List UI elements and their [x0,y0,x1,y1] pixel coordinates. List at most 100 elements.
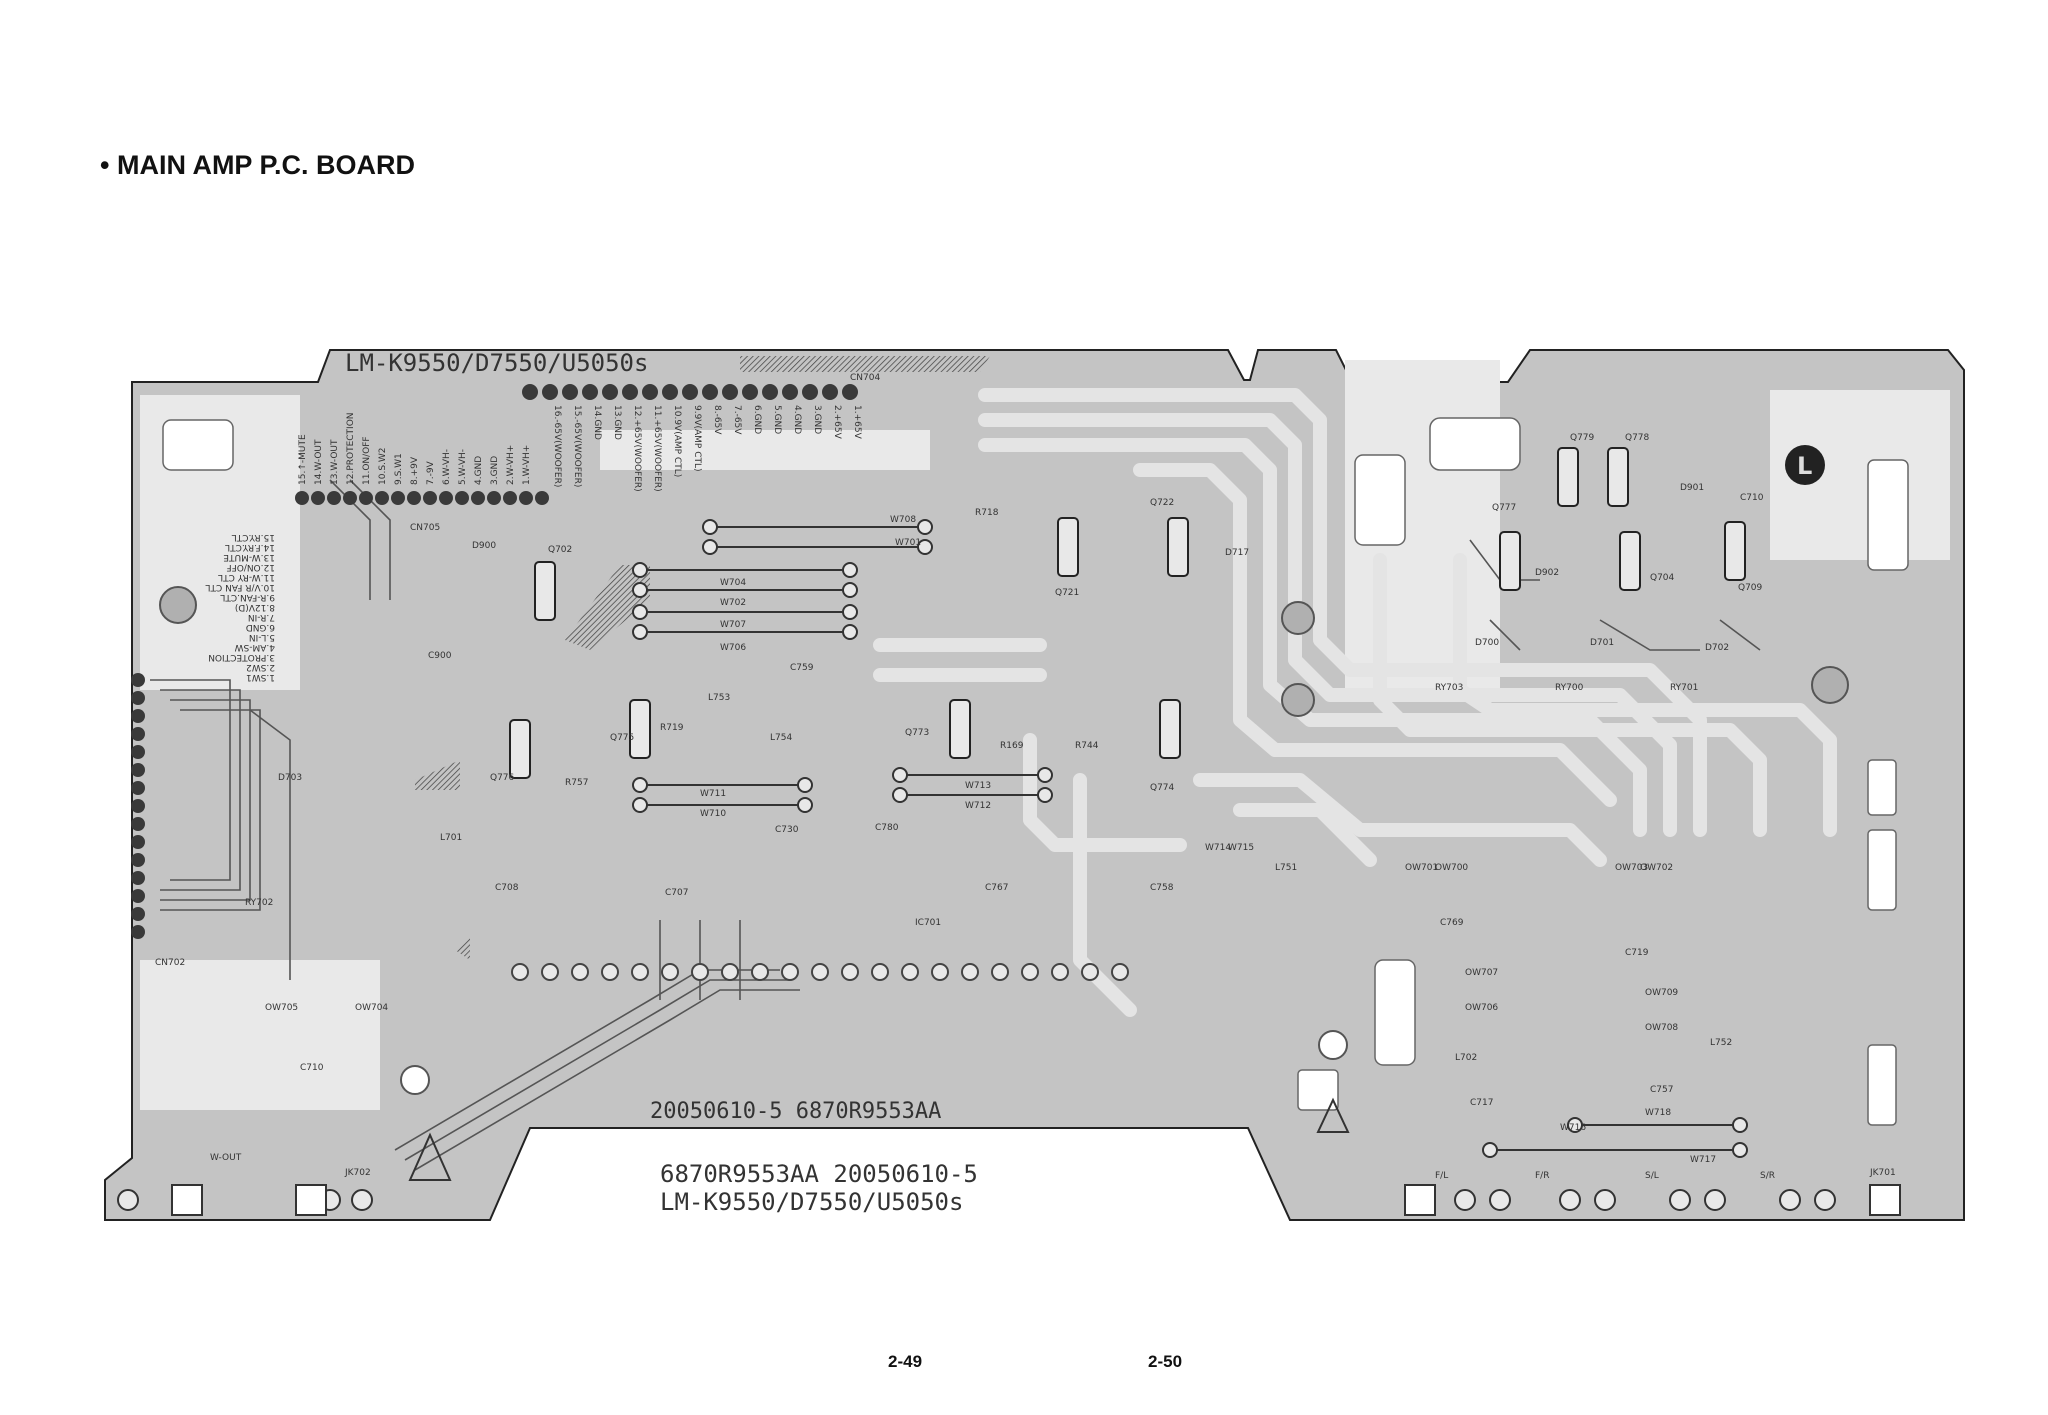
silkscreen-label: W-OUT [210,1153,242,1163]
silkscreen-label: L753 [708,693,730,703]
page-title: • MAIN AMP P.C. BOARD [100,150,415,180]
silkscreen-label: R169 [1000,741,1024,751]
silkscreen-label: 13.W-MUTE [223,552,275,562]
silkscreen-label: F/L [1435,1171,1448,1181]
silkscreen-label: W712 [965,801,991,811]
silkscreen-label: OW706 [1465,1003,1498,1013]
signal-traces [150,479,1761,1171]
silkscreen-label: Q779 [1570,433,1595,443]
silkscreen-label: 9.R-FAN.CTL [220,592,275,602]
silkscreen-label: 15.↑-MUTE [298,434,308,485]
silkscreen-label: C717 [1470,1098,1493,1108]
silkscreen-label: 7.R-IN [248,612,275,622]
silkscreen-label: Q778 [1625,433,1650,443]
silkscreen-label: 3.GND [490,456,500,485]
footer-line2-label: LM-K9550/D7550/U5050s [660,1188,963,1216]
silkscreen-label: 5.W-VH- [458,449,468,485]
silkscreen-label: 2.W-VH+ [506,445,516,485]
silkscreen-label: 8.-65V [712,405,722,435]
silkscreen-label: C769 [1440,918,1464,928]
page-number-left: 2-49 [888,1352,923,1371]
silkscreen-label: 12.PROTECTION [346,412,356,485]
silkscreen-label: 6.GND [752,405,762,434]
silkscreen-label: Q722 [1150,498,1174,508]
silkscreen-label: C708 [495,883,519,893]
silkscreen-label: 10.V/R FAN CTL [205,582,275,592]
silkscreen-label: D703 [278,773,302,783]
silkscreen-label: C767 [985,883,1008,893]
silkscreen-label: OW708 [1645,1023,1678,1033]
silkscreen-label: IC701 [915,918,941,928]
silkscreen-label: 1.SW1 [246,672,275,682]
silkscreen-label: 15.-65V(WOOFER) [572,405,582,487]
silkscreen-label: W717 [1690,1155,1716,1165]
silkscreen-label: W716 [1560,1123,1586,1133]
silkscreen-label: 16.-65V(WOOFER) [552,405,562,487]
silkscreen-label: D901 [1680,483,1704,493]
jumpers [632,519,1748,1158]
ic701-pads [511,963,1129,981]
silkscreen-label: W710 [700,809,726,819]
silkscreen-label: C759 [790,663,814,673]
mounting-holes [159,586,1849,1095]
silkscreen-label: C730 [775,825,799,835]
silkscreen-label: 14.F.RY.CTL [225,542,275,552]
silkscreen-label: W704 [720,578,746,588]
silkscreen-label: OW700 [1435,863,1468,873]
silkscreen-label: D700 [1475,638,1499,648]
silkscreen-label: L752 [1710,1038,1732,1048]
silkscreen-label: 15.RY.CTL [232,532,275,542]
silkscreen-label: W701 [895,538,921,548]
silkscreen-label: Q773 [905,728,929,738]
silkscreen-label: Q709 [1738,583,1763,593]
silkscreen-label: W714 [1205,843,1231,853]
silkscreen-label: CN702 [155,958,185,968]
silkscreen-label: CN705 [410,523,440,533]
silkscreen-label: 5.L-IN [249,632,275,642]
silkscreen-label: D701 [1590,638,1614,648]
silkscreen-label: 8.+9V [410,456,420,485]
silkscreen-label: S/L [1645,1171,1659,1181]
silkscreen-label: 14.W-OUT [314,439,324,485]
silkscreen-label: W706 [720,643,746,653]
silkscreen-label: L [1797,452,1812,480]
silkscreen-label: CN704 [850,373,880,383]
silkscreen-label: 12.ON/OFF [226,562,275,572]
cn705-pin-labels: 15.↑-MUTE 14.W-OUT 13.W-OUT 12.PROTECTIO… [298,412,532,485]
silkscreen-label: 4.GND [474,456,484,485]
silkscreen-label: Q774 [1150,783,1175,793]
silkscreen-label: 9.S.W1 [394,453,404,485]
hatched-areas [415,356,990,960]
silkscreen-label: L754 [770,733,792,743]
silkscreen-label: L751 [1275,863,1297,873]
warning-triangle-icon [408,1097,1350,1181]
silkscreen-label: OW702 [1640,863,1673,873]
transistors [509,447,1746,779]
silkscreen-label: C758 [1150,883,1174,893]
silkscreen-label: 1.W-VH+ [522,445,532,485]
silkscreen-label: C757 [1650,1085,1673,1095]
silkscreen-label: 4.GND [792,405,802,434]
silkscreen-label: Q702 [548,545,572,555]
silkscreen-label: D717 [1225,548,1249,558]
cn704-pin-labels: 16.-65V(WOOFER) 15.-65V(WOOFER) 14.GND 1… [552,405,862,492]
silkscreen-label: RY701 [1670,683,1698,693]
silkscreen-label: 13.GND [612,405,622,440]
silkscreen-label: C707 [665,888,688,898]
silkscreen-label: S/R [1760,1171,1775,1181]
silkscreen-label: OW701 [1405,863,1438,873]
silkscreen-label: F/R [1535,1171,1549,1181]
silkscreen-label: W711 [700,789,726,799]
silkscreen-label: L701 [440,833,462,843]
silkscreen-label: OW709 [1645,988,1678,998]
silkscreen-label: W707 [720,620,746,630]
cn705-pads [295,491,549,505]
silkscreen-label: 11.+65V(WOOFER) [652,405,662,492]
silkscreen-label: D902 [1535,568,1559,578]
cn702-pads [131,673,145,939]
silkscreen-label: RY700 [1555,683,1584,693]
silkscreen-label: JK702 [344,1168,371,1178]
silkscreen-label: 13.W-OUT [330,439,340,485]
silkscreen-label: 11.W-RY CTL [218,572,275,582]
